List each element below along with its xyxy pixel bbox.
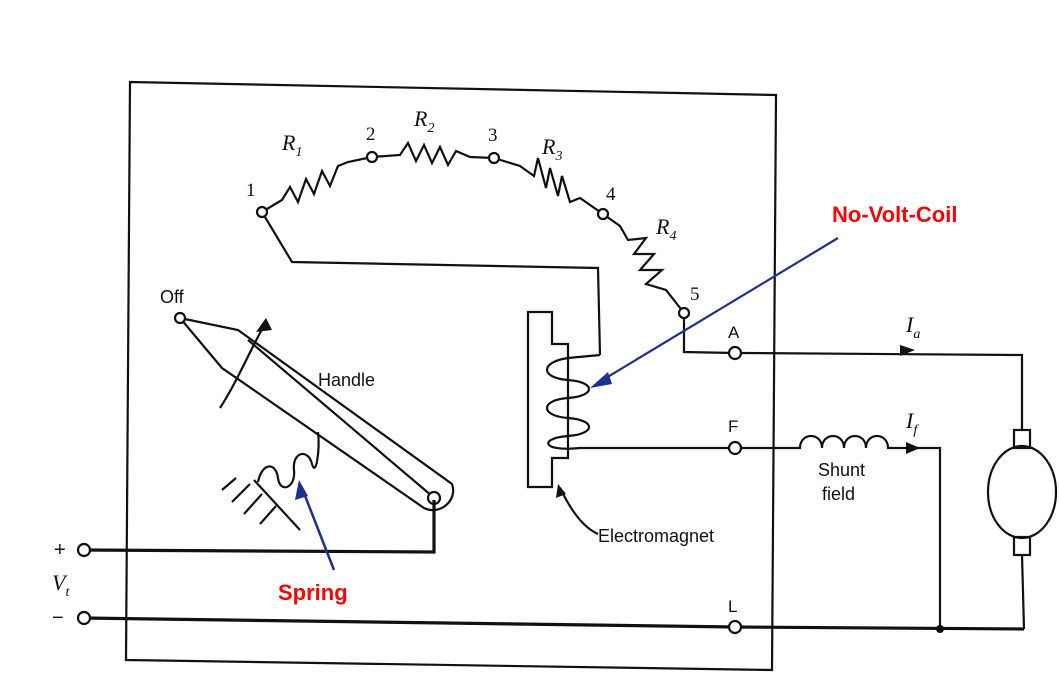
electromagnet-pointer [559,487,599,536]
label-r2: R2 [413,106,434,136]
motor-return-wire [1020,554,1026,630]
terminal-l-label: L [728,597,737,616]
junction-dot [936,625,944,633]
vt-plus-label: + [54,539,66,561]
spring-pointer-head [295,480,308,500]
label-r3: R3 [541,134,562,164]
motor-brush-top [1012,428,1032,450]
if-label: If [905,408,919,438]
shunt-field-label-line2: field [822,484,855,504]
stud-4 [596,207,610,221]
spring-pointer [300,487,336,571]
ia-arrow [900,345,915,356]
stud5-to-a-wire [682,313,736,355]
handle-label: Handle [318,370,375,390]
resistor-r2 [371,140,495,168]
stud-2 [365,150,379,164]
terminal-a-label: A [728,323,740,342]
rotation-arrowhead [256,318,272,332]
resistor-r1 [261,155,373,213]
vt-plus-terminal [76,542,92,558]
stud-label-5: 5 [690,284,700,305]
resistor-r4 [602,213,685,314]
stud-label-1: 1 [246,180,256,201]
motor-brush-bottom [1012,535,1032,557]
no-volt-coil-pointer-head [590,372,612,388]
terminal-l [727,619,743,635]
spring-annotation: Spring [278,580,348,605]
stud-1 [255,205,269,219]
stud-label-3: 3 [488,125,498,146]
no-volt-coil-pointer [595,237,839,385]
vt-minus-label: − [52,607,64,629]
spring-anchor [221,477,301,531]
shunt-field-wire [741,434,942,629]
spring-coil [256,431,320,489]
stud-5 [677,306,691,320]
handle-rod [247,339,433,497]
vt-plus-wire [83,500,436,554]
motor-armature [986,444,1058,540]
handle-arm [177,316,455,512]
off-label: Off [160,287,185,307]
ia-label: Ia [905,312,920,342]
vt-label: Vt [52,570,70,600]
terminal-f [727,440,743,456]
stud-3 [487,151,501,165]
terminal-a [727,345,743,361]
shunt-field-label-line1: Shunt [818,460,865,480]
label-r1: R1 [281,130,302,160]
stud-label-4: 4 [606,184,616,205]
label-r4: R4 [655,214,676,244]
vt-minus-wire [83,616,1025,631]
no-volt-coil-annotation: No-Volt-Coil [832,202,957,227]
if-arrow [906,442,920,454]
electromagnet-pointer-head [556,484,566,498]
stud-label-2: 2 [366,124,376,145]
stud1-to-magnet-wire [261,211,602,356]
terminal-f-label: F [728,417,738,436]
electromagnet-core [526,310,570,489]
off-stud [173,311,187,325]
no-volt-coil [546,353,735,450]
armature-wire [740,351,1024,430]
electromagnet-label: Electromagnet [598,526,714,546]
vt-minus-terminal [76,610,92,626]
resistor-r3 [493,156,604,215]
enclosure-box [124,80,778,672]
